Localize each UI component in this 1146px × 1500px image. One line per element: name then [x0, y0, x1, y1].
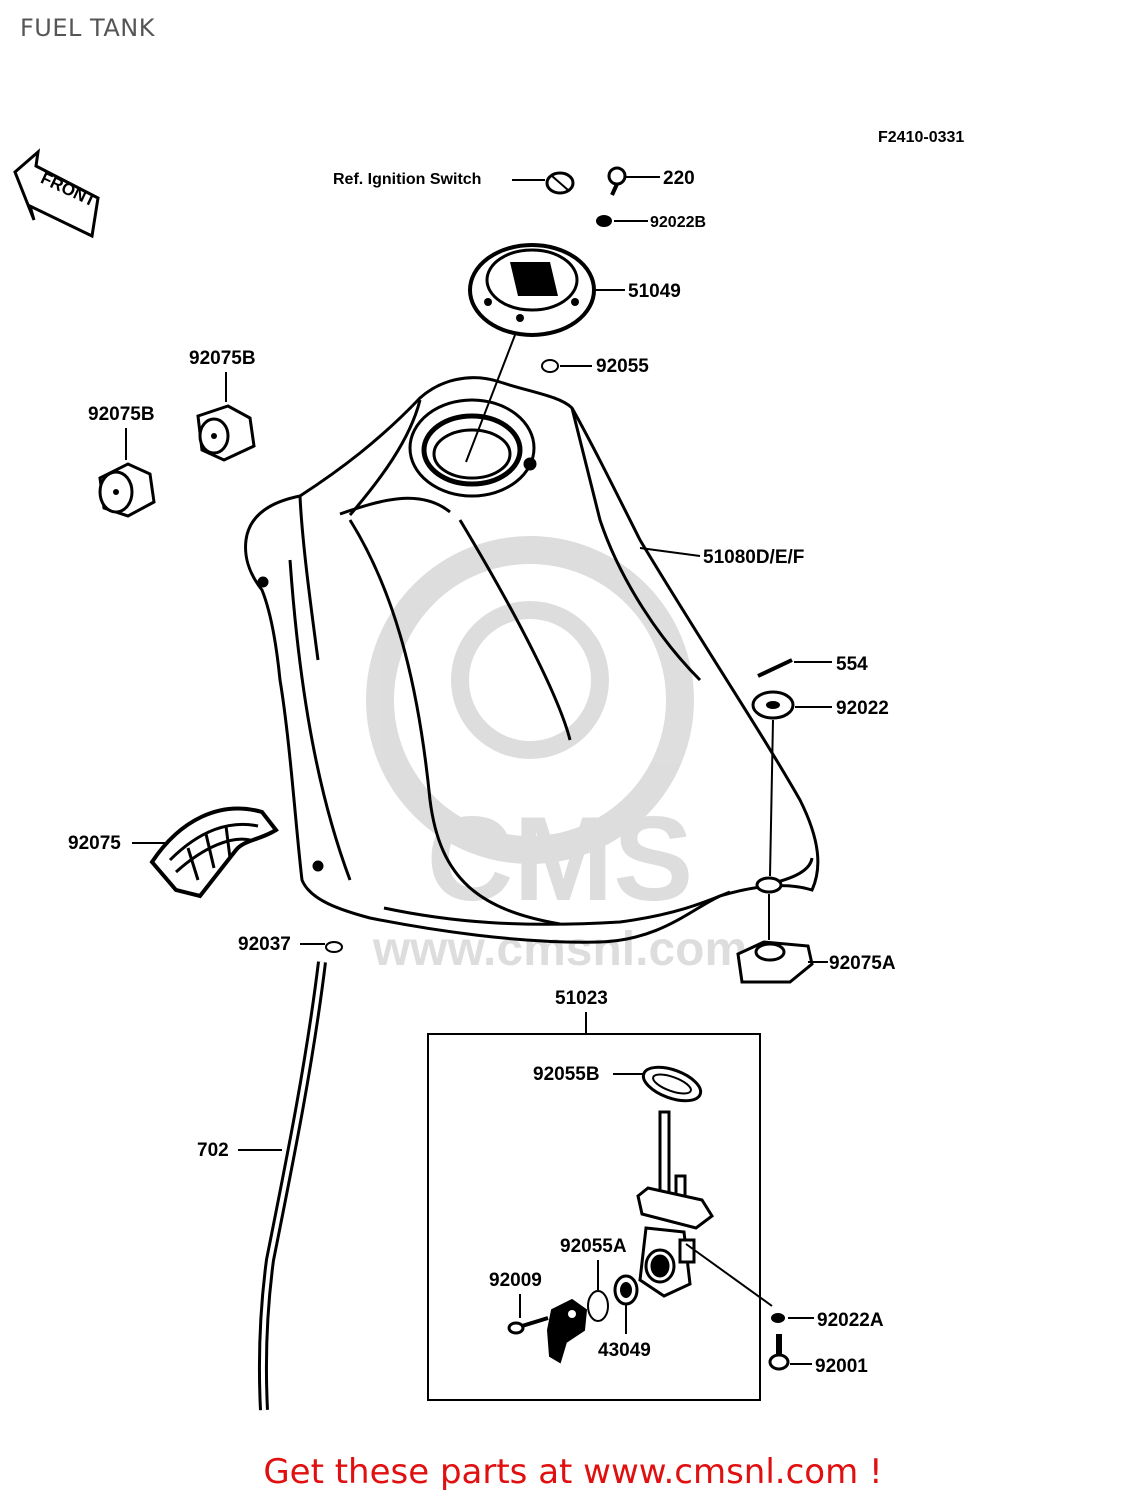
filter-43049 — [613, 1274, 639, 1306]
part-92075: 92075 — [68, 833, 121, 854]
oring-92055a — [587, 1290, 609, 1322]
watermark-logo: CMS — [427, 792, 694, 926]
part-92001: 92001 — [815, 1356, 868, 1377]
washer-92022 — [751, 690, 795, 720]
pin-554 — [757, 658, 793, 678]
part-92022a: 92022A — [817, 1310, 884, 1331]
filler-neck — [408, 398, 537, 498]
fuel-cock — [636, 1110, 715, 1298]
fuel-cock-assembly-box — [427, 1033, 761, 1401]
footer-cta[interactable]: Get these parts at www.cmsnl.com ! — [263, 1452, 883, 1492]
screw-220 — [607, 166, 660, 196]
washer-92022b — [596, 215, 612, 227]
front-arrow: FRONT — [13, 148, 100, 239]
part-92075b-b: 92075B — [88, 404, 155, 425]
part-554: 554 — [836, 654, 868, 675]
damper-92075b-b — [98, 462, 156, 518]
strap-92075 — [149, 806, 279, 899]
part-92055: 92055 — [596, 356, 649, 377]
screw-92009 — [507, 1316, 549, 1335]
ref-code: F2410-0331 — [878, 129, 964, 146]
gasket-92055b — [641, 1065, 703, 1103]
ref-ignition-note: Ref. Ignition Switch — [333, 171, 481, 188]
part-51080def: 51080D/E/F — [703, 547, 804, 568]
part-92075b-a: 92075B — [189, 348, 256, 369]
part-92009: 92009 — [489, 1270, 542, 1291]
lever-cover — [546, 1298, 588, 1364]
page-title: FUEL TANK — [20, 14, 155, 42]
damper-92075a — [736, 940, 814, 984]
part-92022b: 92022B — [650, 214, 706, 231]
part-51049: 51049 — [628, 281, 681, 302]
oring-92055 — [541, 359, 559, 373]
part-92055a: 92055A — [560, 1236, 627, 1257]
part-92022: 92022 — [836, 698, 889, 719]
bolt-92001 — [768, 1334, 790, 1371]
damper-92075b-a — [196, 404, 256, 462]
part-220: 220 — [663, 168, 695, 189]
part-92055b: 92055B — [533, 1064, 600, 1085]
watermark: CMS www.cmsnl.com — [366, 536, 747, 976]
clamp-92037 — [325, 941, 343, 953]
fuel-cap — [468, 243, 596, 337]
part-92075a: 92075A — [829, 953, 896, 974]
part-51023: 51023 — [555, 988, 608, 1009]
watermark-url: www.cmsnl.com — [372, 923, 747, 976]
ignition-switch-plug — [545, 171, 575, 195]
part-92037: 92037 — [238, 934, 291, 955]
part-702: 702 — [197, 1140, 229, 1161]
washer-92022a — [771, 1313, 785, 1323]
fuel-tank-body — [244, 376, 820, 944]
part-43049: 43049 — [598, 1340, 651, 1361]
